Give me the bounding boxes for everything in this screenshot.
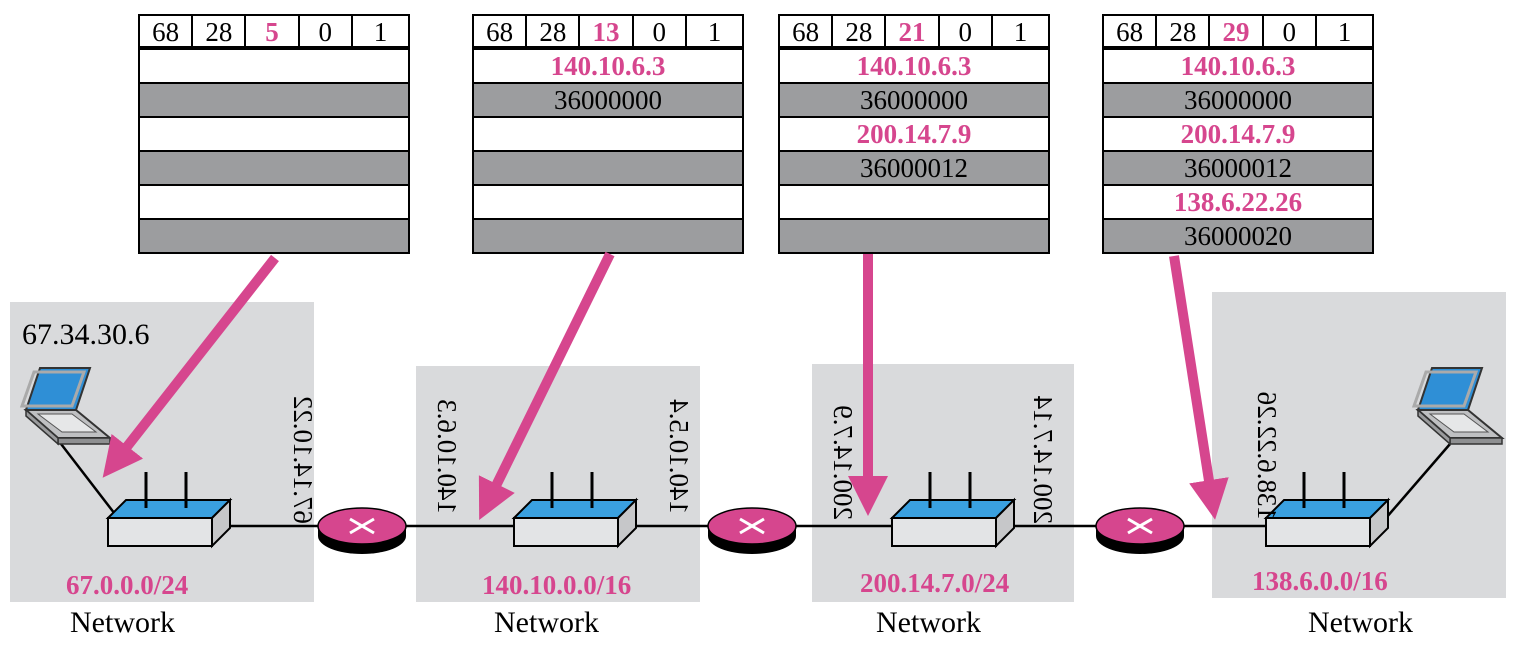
header-row-1: 68 28 5 0 1 bbox=[138, 14, 410, 48]
interface-label: 140.10.5.4 bbox=[664, 399, 694, 514]
network-area-2 bbox=[416, 366, 700, 602]
host-ip-label: 67.34.30.6 bbox=[22, 318, 150, 351]
network-address: 140.10.0.0/16 bbox=[482, 570, 632, 600]
table-row: 138.6.22.26 bbox=[1104, 184, 1372, 218]
interface-label: 67.14.10.22 bbox=[288, 395, 318, 524]
table-row bbox=[140, 150, 408, 184]
route-table-4: 140.10.6.3 36000000 200.14.7.9 36000012 … bbox=[1102, 46, 1374, 254]
switch-icon bbox=[890, 470, 1016, 548]
table-row: 36000000 bbox=[1104, 82, 1372, 116]
packet-arrows bbox=[102, 251, 1229, 520]
table-row bbox=[140, 82, 408, 116]
router-icon bbox=[316, 506, 408, 556]
header-cell-offset: 29 bbox=[1210, 16, 1264, 48]
link-lines bbox=[57, 439, 1451, 528]
table-row bbox=[474, 150, 742, 184]
header-cell: 1 bbox=[1013, 16, 1028, 47]
table-row: 140.10.6.3 bbox=[474, 48, 742, 82]
header-cell: 1 bbox=[1337, 16, 1352, 47]
table-row bbox=[140, 116, 408, 150]
header-row-2: 68 28 13 0 1 bbox=[472, 14, 744, 48]
router-icon bbox=[1094, 506, 1186, 556]
header-cell-offset: 13 bbox=[580, 16, 634, 48]
table-row bbox=[474, 184, 742, 218]
laptop-icon bbox=[20, 366, 112, 446]
interface-label: 138.6.22.26 bbox=[1252, 391, 1282, 520]
table-row: 36000000 bbox=[780, 82, 1048, 116]
table-row: 200.14.7.9 bbox=[780, 116, 1048, 150]
table-row bbox=[780, 184, 1048, 218]
header-cell-offset: 5 bbox=[246, 16, 300, 48]
header-cell: 68 bbox=[780, 16, 834, 48]
table-row: 140.10.6.3 bbox=[1104, 48, 1372, 82]
header-cell: 1 bbox=[373, 16, 388, 47]
header-cell: 0 bbox=[940, 16, 993, 48]
network-caption: Network bbox=[494, 606, 599, 639]
table-row bbox=[474, 116, 742, 150]
network-caption: Network bbox=[1308, 606, 1413, 639]
network-address: 200.14.7.0/24 bbox=[860, 568, 1010, 598]
table-row bbox=[140, 184, 408, 218]
header-cell: 68 bbox=[1104, 16, 1158, 48]
router-icon bbox=[706, 506, 798, 556]
header-cell: 68 bbox=[474, 16, 528, 48]
route-table-2: 140.10.6.3 36000000 bbox=[472, 46, 744, 254]
table-row bbox=[474, 218, 742, 252]
switch-icon bbox=[512, 470, 638, 548]
network-caption: Network bbox=[876, 606, 981, 639]
header-cell: 28 bbox=[1157, 16, 1211, 48]
header-row-3: 68 28 21 0 1 bbox=[778, 14, 1050, 48]
network-address: 138.6.0.0/16 bbox=[1252, 566, 1388, 596]
table-row bbox=[780, 218, 1048, 252]
header-cell: 68 bbox=[140, 16, 194, 48]
header-cell: 28 bbox=[527, 16, 581, 48]
switch-icon bbox=[1264, 470, 1390, 548]
table-row bbox=[140, 218, 408, 252]
header-cell: 0 bbox=[1264, 16, 1317, 48]
header-cell-offset: 21 bbox=[886, 16, 940, 48]
header-cell: 28 bbox=[833, 16, 887, 48]
header-cell: 0 bbox=[300, 16, 353, 48]
route-table-3: 140.10.6.3 36000000 200.14.7.9 36000012 bbox=[778, 46, 1050, 254]
header-row-4: 68 28 29 0 1 bbox=[1102, 14, 1374, 48]
table-row: 36000012 bbox=[1104, 150, 1372, 184]
table-row bbox=[140, 48, 408, 82]
table-row: 140.10.6.3 bbox=[780, 48, 1048, 82]
table-row: 36000012 bbox=[780, 150, 1048, 184]
table-row: 36000020 bbox=[1104, 218, 1372, 252]
table-row: 36000000 bbox=[474, 82, 742, 116]
network-caption: Network bbox=[70, 606, 175, 639]
interface-label: 140.10.6.3 bbox=[432, 399, 462, 514]
network-area-1 bbox=[10, 302, 314, 602]
table-row: 200.14.7.9 bbox=[1104, 116, 1372, 150]
network-address: 67.0.0.0/24 bbox=[66, 570, 189, 600]
interface-label: 200.14.7.9 bbox=[828, 405, 858, 520]
route-table-1 bbox=[138, 46, 410, 254]
switch-icon bbox=[106, 470, 232, 548]
laptop-icon bbox=[1412, 366, 1504, 446]
header-cell: 28 bbox=[193, 16, 247, 48]
header-cell: 0 bbox=[634, 16, 687, 48]
header-cell: 1 bbox=[707, 16, 722, 47]
interface-label: 200.14.7.14 bbox=[1028, 395, 1058, 524]
